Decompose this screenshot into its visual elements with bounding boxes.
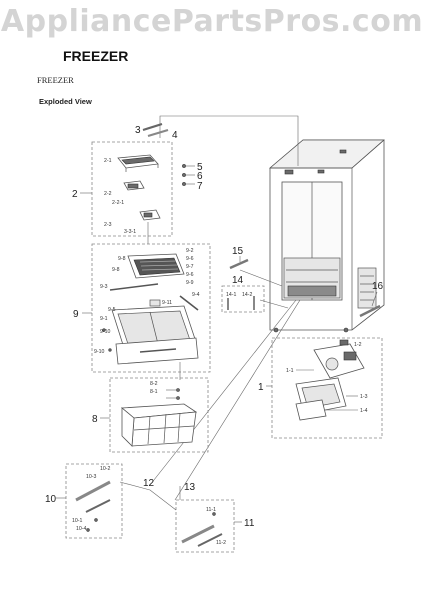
part-5 bbox=[182, 164, 186, 168]
callout-4: 4 bbox=[172, 130, 178, 141]
group-1-box bbox=[271, 337, 383, 439]
label-1-3: 1-3 bbox=[360, 394, 368, 400]
label-1-4: 1-4 bbox=[360, 408, 368, 414]
label-14-2: 14-2 bbox=[242, 292, 252, 298]
page-title: FREEZER bbox=[63, 48, 129, 64]
group-8-box bbox=[109, 377, 209, 453]
callout-16: 16 bbox=[372, 281, 384, 292]
label-8-1: 8-1 bbox=[150, 389, 158, 395]
part-7 bbox=[182, 182, 186, 186]
callout-8: 8 bbox=[92, 414, 98, 425]
label-9-7: 9-7 bbox=[186, 264, 194, 270]
callout-15: 15 bbox=[232, 246, 244, 257]
group-14-box bbox=[221, 285, 265, 313]
sub-labels: 2-1 2-2 2-2-1 2-3 3-3-1 9-2 9-8 9-6 9-7 … bbox=[72, 158, 368, 546]
label-9-6: 9-6 bbox=[186, 256, 194, 262]
group-2-box bbox=[91, 141, 173, 237]
callout-7: 7 bbox=[197, 181, 203, 192]
group-10-box bbox=[65, 463, 123, 539]
label-9-5: 9-5 bbox=[108, 307, 116, 313]
callout-13: 13 bbox=[184, 482, 196, 493]
label-3-3-1: 3-3-1 bbox=[124, 229, 136, 235]
label-9-8: 9-8 bbox=[118, 256, 126, 262]
callout-2: 2 bbox=[72, 189, 78, 200]
label-9-4: 9-4 bbox=[192, 292, 200, 298]
freezer-cabinet bbox=[269, 139, 385, 333]
label-2-2: 2-2 bbox=[104, 191, 112, 197]
label-9-2: 9-2 bbox=[186, 248, 194, 254]
label-11-2: 11-2 bbox=[216, 540, 226, 546]
callout-3: 3 bbox=[135, 125, 141, 136]
group-9-box bbox=[91, 243, 211, 373]
part-6 bbox=[182, 173, 186, 177]
label-10-4: 10-4 bbox=[76, 526, 86, 532]
label-2-3: 2-3 bbox=[104, 222, 112, 228]
watermark-text: AppliancePartsPros.com bbox=[0, 4, 424, 39]
label-1-2: 1-2 bbox=[354, 342, 362, 348]
callout-10: 10 bbox=[45, 494, 57, 505]
part-1-1 bbox=[313, 343, 365, 379]
callout-6: 6 bbox=[197, 171, 203, 182]
section-subtitle: FREEZER bbox=[37, 75, 74, 85]
callout-labels: 3 4 5 6 7 2 9 8 15 14 16 1 12 13 10 11 bbox=[45, 125, 384, 529]
label-14-1: 14-1 bbox=[226, 292, 236, 298]
label-9-10: 9-10 bbox=[100, 329, 110, 335]
label-10-3: 10-3 bbox=[86, 474, 96, 480]
label-9-1: 9-1 bbox=[100, 316, 108, 322]
view-label: Exploded View bbox=[39, 97, 92, 106]
part-1-2 bbox=[339, 339, 349, 346]
label-1-1: 1-1 bbox=[286, 368, 294, 374]
label-9-11: 9-11 bbox=[162, 300, 172, 306]
label-9-3: 9-3 bbox=[100, 284, 108, 290]
part-1-4 bbox=[295, 399, 327, 421]
callout-9: 9 bbox=[73, 309, 79, 320]
label-2-1: 2-1 bbox=[104, 158, 112, 164]
callout-12: 12 bbox=[143, 478, 155, 489]
callout-11: 11 bbox=[244, 518, 255, 529]
label-11-1: 11-1 bbox=[206, 507, 216, 513]
label-9-9: 9-9 bbox=[186, 280, 194, 286]
label-10-2: 10-2 bbox=[100, 466, 110, 472]
callout-14: 14 bbox=[232, 275, 244, 286]
callout-1: 1 bbox=[258, 382, 264, 393]
label-2-2-1: 2-2-1 bbox=[112, 200, 124, 206]
label-10-1: 10-1 bbox=[72, 518, 82, 524]
label-9-8b: 9-8 bbox=[112, 267, 120, 273]
callout-5: 5 bbox=[197, 162, 203, 173]
label-9-10b: 9-10 bbox=[94, 349, 104, 355]
label-8-2: 8-2 bbox=[150, 381, 158, 387]
label-9-6b: 9-6 bbox=[186, 272, 194, 278]
